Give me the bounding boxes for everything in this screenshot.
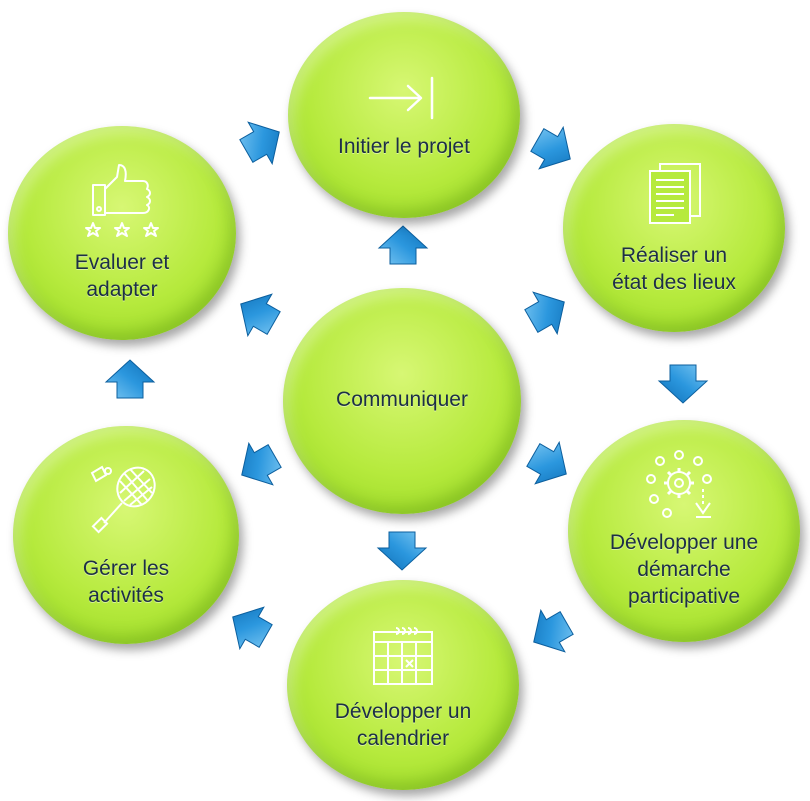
arrow-center-to-gerer bbox=[229, 434, 288, 497]
process-gear-icon bbox=[646, 449, 712, 518]
thumbs-up-stars-icon bbox=[85, 164, 159, 237]
calendar-icon bbox=[373, 627, 433, 685]
arrow-initier-to-realiser bbox=[524, 118, 583, 181]
arrow-to-bar-icon bbox=[368, 76, 434, 119]
step-initier: Initier le projet bbox=[288, 12, 520, 218]
arrow-gerer-to-evaluer bbox=[105, 359, 155, 399]
step-developper-calendrier: Développer un calendrier bbox=[287, 580, 519, 790]
step-label-gerer: Gérer les activités bbox=[82, 557, 170, 607]
step-label-initier: Initier le projet bbox=[338, 134, 470, 158]
step-label-developper-demarche: Développer une démarche participative bbox=[609, 530, 759, 608]
documents-icon bbox=[649, 163, 701, 224]
arrow-calendrier-to-gerer bbox=[220, 595, 279, 658]
arrow-evaluer-to-initier bbox=[233, 110, 292, 173]
badminton-icon bbox=[90, 465, 156, 534]
step-label-evaluer: Evaluer et adapter bbox=[74, 251, 170, 301]
center-label: Communiquer bbox=[336, 387, 468, 411]
step-gerer: Gérer les activités bbox=[13, 426, 239, 644]
arrow-center-to-initier bbox=[378, 225, 428, 265]
center-communiquer: Communiquer bbox=[283, 288, 521, 514]
arrow-realiser-to-demarche bbox=[658, 364, 708, 404]
arrow-center-to-calendrier bbox=[377, 531, 427, 571]
step-label-developper-calendrier: Développer un calendrier bbox=[334, 700, 472, 750]
arrow-demarche-to-calendrier bbox=[521, 601, 580, 664]
step-developper-demarche: Développer une démarche participative bbox=[568, 420, 800, 642]
arrow-center-to-demarche bbox=[520, 433, 579, 496]
arrow-center-to-realiser bbox=[518, 280, 577, 343]
step-evaluer: Evaluer et adapter bbox=[8, 126, 236, 340]
arrow-center-to-evaluer bbox=[228, 282, 287, 345]
step-realiser: Réaliser un état des lieux bbox=[563, 124, 785, 332]
step-label-realiser: Réaliser un état des lieux bbox=[612, 244, 736, 294]
